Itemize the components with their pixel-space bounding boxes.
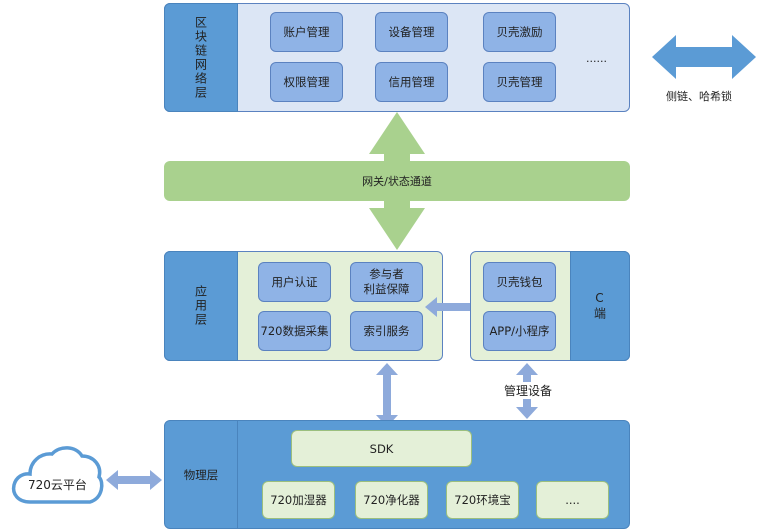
participant-protection-module[interactable]: 参与者 利益保障 xyxy=(350,262,423,302)
module-label: .... xyxy=(565,493,580,507)
client-layer-title: C端 xyxy=(592,291,607,321)
side-double-arrow-icon xyxy=(652,35,756,79)
blockchain-layer-title: 区块链网络层 xyxy=(193,15,208,100)
more-devices-module[interactable]: .... xyxy=(536,481,609,519)
cloud-physical-arrow-icon xyxy=(106,470,162,490)
purifier-module[interactable]: 720净化器 xyxy=(355,481,428,519)
application-layer-label: 应用层 xyxy=(164,251,238,361)
cloud-label: 720云平台 xyxy=(28,478,87,492)
blockchain-layer-label: 区块链网络层 xyxy=(164,3,238,112)
shell-incentive-module[interactable]: 贝壳激励 xyxy=(483,12,556,52)
module-label: SDK xyxy=(369,441,394,456)
gateway-label: 网关/状态通道 xyxy=(362,175,432,188)
module-label: APP/小程序 xyxy=(489,323,550,338)
data-collection-module[interactable]: 720数据采集 xyxy=(258,311,331,351)
device-management-module[interactable]: 设备管理 xyxy=(375,12,448,52)
manage-device-label: 管理设备 xyxy=(504,382,553,399)
module-label: 贝壳管理 xyxy=(496,74,543,89)
module-label: 用户认证 xyxy=(271,274,318,289)
side-note: 侧链、哈希锁 xyxy=(666,90,732,103)
physical-layer-divider xyxy=(237,421,238,528)
sdk-module[interactable]: SDK xyxy=(291,430,472,467)
client-layer-label: C端 xyxy=(570,251,630,361)
cloud-icon xyxy=(11,446,104,504)
blockchain-ellipsis: ...... xyxy=(586,52,607,65)
module-label: 720环境宝 xyxy=(454,493,511,507)
module-label: 设备管理 xyxy=(388,24,435,39)
humidifier-module[interactable]: 720加湿器 xyxy=(262,481,335,519)
shell-wallet-module[interactable]: 贝壳钱包 xyxy=(483,262,556,302)
app-physical-arrow-icon xyxy=(376,363,398,427)
module-label: 账户管理 xyxy=(283,24,330,39)
module-label: 贝壳激励 xyxy=(496,24,543,39)
shell-management-module[interactable]: 贝壳管理 xyxy=(483,62,556,102)
module-label: 参与者 利益保障 xyxy=(363,267,410,296)
module-label: 权限管理 xyxy=(283,74,330,89)
module-label: 720加湿器 xyxy=(270,493,327,507)
module-label: 索引服务 xyxy=(363,323,410,338)
module-label: 贝壳钱包 xyxy=(496,274,543,289)
permission-management-module[interactable]: 权限管理 xyxy=(270,62,343,102)
module-label: 720数据采集 xyxy=(260,323,329,338)
index-service-module[interactable]: 索引服务 xyxy=(350,311,423,351)
account-management-module[interactable]: 账户管理 xyxy=(270,12,343,52)
module-label: 720净化器 xyxy=(363,493,420,507)
environment-module[interactable]: 720环境宝 xyxy=(446,481,519,519)
application-layer-title: 应用层 xyxy=(193,285,208,327)
credit-management-module[interactable]: 信用管理 xyxy=(375,62,448,102)
app-miniprogram-module[interactable]: APP/小程序 xyxy=(483,311,556,351)
gateway-bar: 网关/状态通道 xyxy=(164,161,630,201)
app-client-arrow-icon xyxy=(425,297,483,317)
module-label: 信用管理 xyxy=(388,74,435,89)
physical-layer-title: 物理层 xyxy=(183,467,219,482)
user-auth-module[interactable]: 用户认证 xyxy=(258,262,331,302)
physical-layer-label: 物理层 xyxy=(164,420,238,529)
